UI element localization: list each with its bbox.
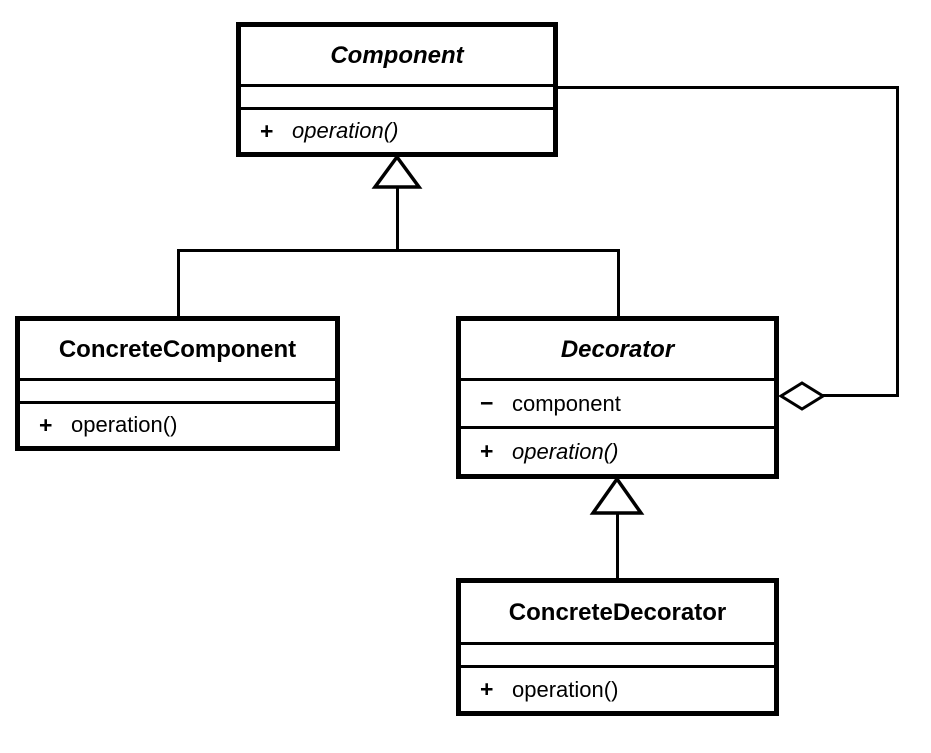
uml-class-concrete-decorator[interactable]: ConcreteDecorator + operation() [456,578,779,716]
operation-label: operation() [71,412,178,437]
uml-class-decorator[interactable]: Decorator − component + operation() [456,316,779,479]
generalization-branch-concrete-component [177,249,180,318]
attribute-row: − component [461,381,774,426]
operations-compartment-component: + operation() [241,107,553,152]
visibility-marker: + [39,411,53,438]
generalization-stem-component [396,186,399,252]
aggregation-segment-horizontal-lower [820,394,899,397]
generalization-stem-decorator [616,513,619,580]
attributes-compartment-concrete-decorator [461,642,774,665]
generalization-crossbar [177,249,620,252]
attributes-compartment-decorator: − component [461,378,774,426]
operation-label: operation() [512,676,619,702]
hollow-triangle-arrowhead-component [371,154,423,189]
operations-compartment-concrete-decorator: + operation() [461,665,774,711]
operation-row: + operation() [241,110,553,152]
operation-row: + operation() [461,668,774,711]
class-name-decorator: Decorator [461,321,774,378]
hollow-diamond-aggregation [778,381,826,411]
visibility-marker: − [480,390,494,416]
aggregation-segment-horizontal-upper [556,86,899,89]
uml-class-component[interactable]: Component + operation() [236,22,558,157]
operation-label: operation() [512,438,619,464]
visibility-marker: + [480,676,494,702]
visibility-marker: + [480,438,494,464]
attribute-label: component [512,390,621,416]
class-name-component: Component [241,27,553,84]
hollow-triangle-arrowhead-decorator [589,476,645,515]
class-name-concrete-decorator: ConcreteDecorator [461,583,774,642]
operations-compartment-decorator: + operation() [461,426,774,474]
class-name-concrete-component: ConcreteComponent [20,321,335,378]
operation-row: + operation() [461,429,774,474]
operations-compartment-concrete-component: + operation() [20,401,335,446]
generalization-branch-decorator [617,249,620,318]
attributes-compartment-component [241,84,553,107]
uml-class-concrete-component[interactable]: ConcreteComponent + operation() [15,316,340,451]
visibility-marker: + [260,117,274,144]
attributes-compartment-concrete-component [20,378,335,401]
operation-row: + operation() [20,404,335,446]
aggregation-segment-vertical-right [896,86,899,397]
operation-label: operation() [292,118,399,143]
